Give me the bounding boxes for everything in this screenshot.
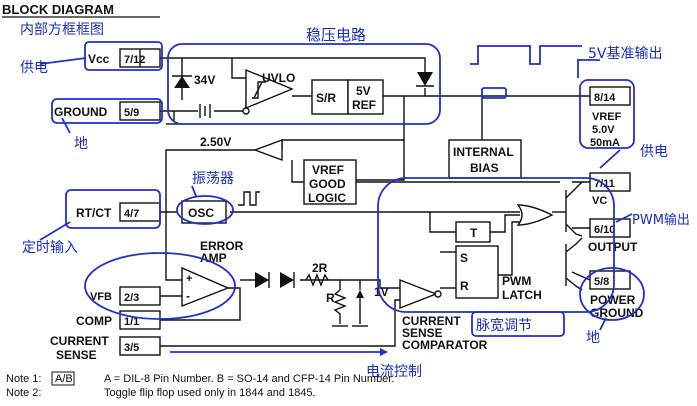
svg-text:AMP: AMP bbox=[200, 251, 227, 265]
svg-text:SENSE: SENSE bbox=[402, 326, 443, 340]
annotation-ref-out: 5V基准输出 bbox=[588, 45, 662, 62]
svg-text:4/7: 4/7 bbox=[124, 208, 139, 220]
resistor-divider: 2R R 1V bbox=[305, 261, 389, 327]
svg-text:POWER: POWER bbox=[590, 293, 636, 307]
svg-text:S/R: S/R bbox=[316, 91, 336, 105]
toggle-ff: T bbox=[455, 221, 491, 243]
svg-text:COMP: COMP bbox=[76, 314, 112, 328]
svg-text:7/12: 7/12 bbox=[124, 54, 145, 66]
svg-text:UVLO: UVLO bbox=[262, 71, 295, 85]
error-amp: + - ERROR AMP bbox=[181, 239, 244, 308]
annotation-supply: 供电 bbox=[20, 60, 48, 76]
svg-text:COMPARATOR: COMPARATOR bbox=[402, 338, 488, 352]
ground-battery bbox=[199, 104, 211, 118]
svg-text:S: S bbox=[460, 251, 468, 265]
svg-text:R: R bbox=[326, 291, 335, 305]
svg-text:OSC: OSC bbox=[188, 206, 214, 220]
svg-text:T: T bbox=[470, 226, 478, 240]
svg-text:2.50V: 2.50V bbox=[200, 135, 231, 149]
svg-text:Note 1:: Note 1: bbox=[6, 373, 41, 385]
svg-text:Toggle flip flop used only in: Toggle flip flop used only in 1844 and 1… bbox=[104, 387, 316, 399]
svg-text:REF: REF bbox=[352, 98, 376, 112]
svg-text:GROUND: GROUND bbox=[54, 105, 108, 119]
annotation-pwm-out: PWM输出 bbox=[632, 212, 690, 228]
annotation-pg-ground: 地 bbox=[586, 330, 600, 346]
output-transistors bbox=[565, 181, 583, 291]
svg-text:50mA: 50mA bbox=[590, 137, 620, 149]
annotation-pwm-adjust: 脉宽调节 bbox=[476, 317, 532, 334]
svg-text:GOOD: GOOD bbox=[309, 177, 346, 191]
output-diode bbox=[416, 72, 434, 87]
svg-text:INTERNAL: INTERNAL bbox=[453, 145, 514, 159]
svg-text:8/14: 8/14 bbox=[594, 92, 616, 104]
svg-text:CURRENT: CURRENT bbox=[50, 334, 109, 348]
svg-text:VREF: VREF bbox=[592, 111, 622, 123]
current-sense-comparator: CURRENT SENSE COMPARATOR bbox=[399, 278, 488, 352]
pin-current-sense: CURRENT SENSE 3/5 bbox=[50, 334, 161, 362]
svg-text:34V: 34V bbox=[194, 73, 215, 87]
svg-text:3/5: 3/5 bbox=[124, 342, 139, 354]
zener-diode: 34V bbox=[172, 73, 215, 88]
annotation-regulator: 稳压电路 bbox=[306, 26, 366, 44]
svg-text:SENSE: SENSE bbox=[56, 348, 97, 362]
svg-text:A/B: A/B bbox=[55, 373, 73, 385]
annotation-oscillator: 振荡器 bbox=[192, 171, 234, 187]
annotation-shapes bbox=[39, 41, 645, 356]
pin-comp: COMP 1/1 bbox=[76, 310, 161, 330]
ref-250-buffer: 2.50V bbox=[200, 135, 283, 162]
svg-text:6/10: 6/10 bbox=[594, 224, 615, 236]
pin-vref: 8/14 VREF 5.0V 50mA bbox=[589, 86, 631, 149]
svg-text:R: R bbox=[460, 279, 469, 293]
pwm-latch: S R PWM LATCH bbox=[455, 245, 542, 302]
notes: Note 1: A/B A = DIL-8 Pin Number. B = SO… bbox=[6, 371, 394, 399]
pin-vcc: Vcc 7/12 bbox=[88, 48, 161, 68]
svg-text:5/9: 5/9 bbox=[124, 107, 139, 119]
svg-text:VC: VC bbox=[592, 195, 607, 207]
svg-text:A = DIL-8 Pin Number. B = SO-1: A = DIL-8 Pin Number. B = SO-14 and CFP-… bbox=[104, 373, 394, 385]
uvlo-block: UVLO bbox=[242, 68, 295, 115]
pin-power-ground: 5/8 POWER GROUND bbox=[589, 270, 644, 320]
pin-output: 6/10 OUTPUT bbox=[588, 218, 638, 254]
annotation-current-ctrl: 电流控制 bbox=[366, 364, 422, 380]
annotation-ground: 地 bbox=[74, 136, 88, 152]
annotation-internal-block: 内部方框框图 bbox=[20, 22, 104, 38]
diagram-title: BLOCK DIAGRAM bbox=[2, 2, 114, 17]
svg-text:-: - bbox=[186, 289, 190, 303]
sr-ref-block: S/R 5V REF bbox=[311, 79, 384, 115]
svg-text:OUTPUT: OUTPUT bbox=[588, 240, 638, 254]
svg-text:LATCH: LATCH bbox=[502, 288, 542, 302]
svg-text:+: + bbox=[186, 273, 192, 285]
svg-text:2R: 2R bbox=[312, 261, 328, 275]
svg-text:5/8: 5/8 bbox=[594, 276, 609, 288]
svg-text:GROUND: GROUND bbox=[590, 306, 644, 320]
pin-ground: GROUND 5/9 bbox=[54, 101, 161, 121]
annotation-timing-in: 定时输入 bbox=[22, 240, 78, 256]
svg-text:LOGIC: LOGIC bbox=[308, 191, 346, 205]
svg-text:PWM: PWM bbox=[502, 274, 531, 288]
diodes bbox=[255, 272, 295, 288]
pin-rtct: RT/CT 4/7 bbox=[76, 202, 161, 222]
svg-text:BIAS: BIAS bbox=[470, 161, 499, 175]
svg-text:CURRENT: CURRENT bbox=[402, 314, 461, 328]
pin-vc: 7/11 VC bbox=[589, 172, 631, 207]
internal-bias-block: INTERNAL BIAS bbox=[448, 139, 522, 179]
vref-good-block: VREF GOOD LOGIC bbox=[303, 159, 357, 205]
svg-text:VREF: VREF bbox=[312, 163, 344, 177]
svg-text:Vcc: Vcc bbox=[88, 52, 110, 66]
annotation-vc-supply: 供电 bbox=[640, 144, 668, 160]
svg-text:2/3: 2/3 bbox=[124, 292, 139, 304]
svg-text:5.0V: 5.0V bbox=[592, 124, 615, 136]
svg-text:5V: 5V bbox=[356, 84, 371, 98]
svg-text:ERROR: ERROR bbox=[200, 239, 244, 253]
svg-text:Note 2:: Note 2: bbox=[6, 387, 41, 399]
svg-text:VFB: VFB bbox=[90, 291, 112, 303]
output-gate bbox=[516, 204, 554, 226]
svg-text:1/1: 1/1 bbox=[124, 316, 139, 328]
osc-block: OSC bbox=[181, 191, 260, 224]
svg-text:RT/CT: RT/CT bbox=[76, 206, 112, 220]
pin-vfb: VFB 2/3 bbox=[90, 286, 161, 306]
